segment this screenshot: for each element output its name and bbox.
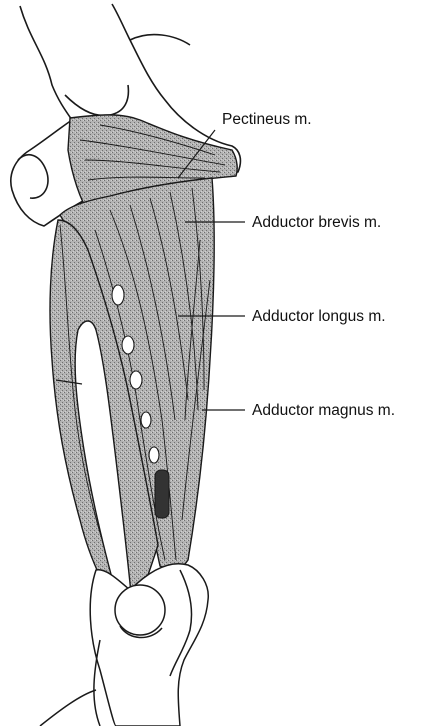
label-adductor-magnus: Adductor magnus m. <box>252 402 395 419</box>
label-pectineus: Pectineus m. <box>222 111 312 128</box>
knee-joint <box>40 564 208 726</box>
label-adductor-longus: Adductor longus m. <box>252 308 386 325</box>
label-adductor-brevis: Adductor brevis m. <box>252 214 381 231</box>
adductor-hiatus-vessel <box>155 470 169 518</box>
